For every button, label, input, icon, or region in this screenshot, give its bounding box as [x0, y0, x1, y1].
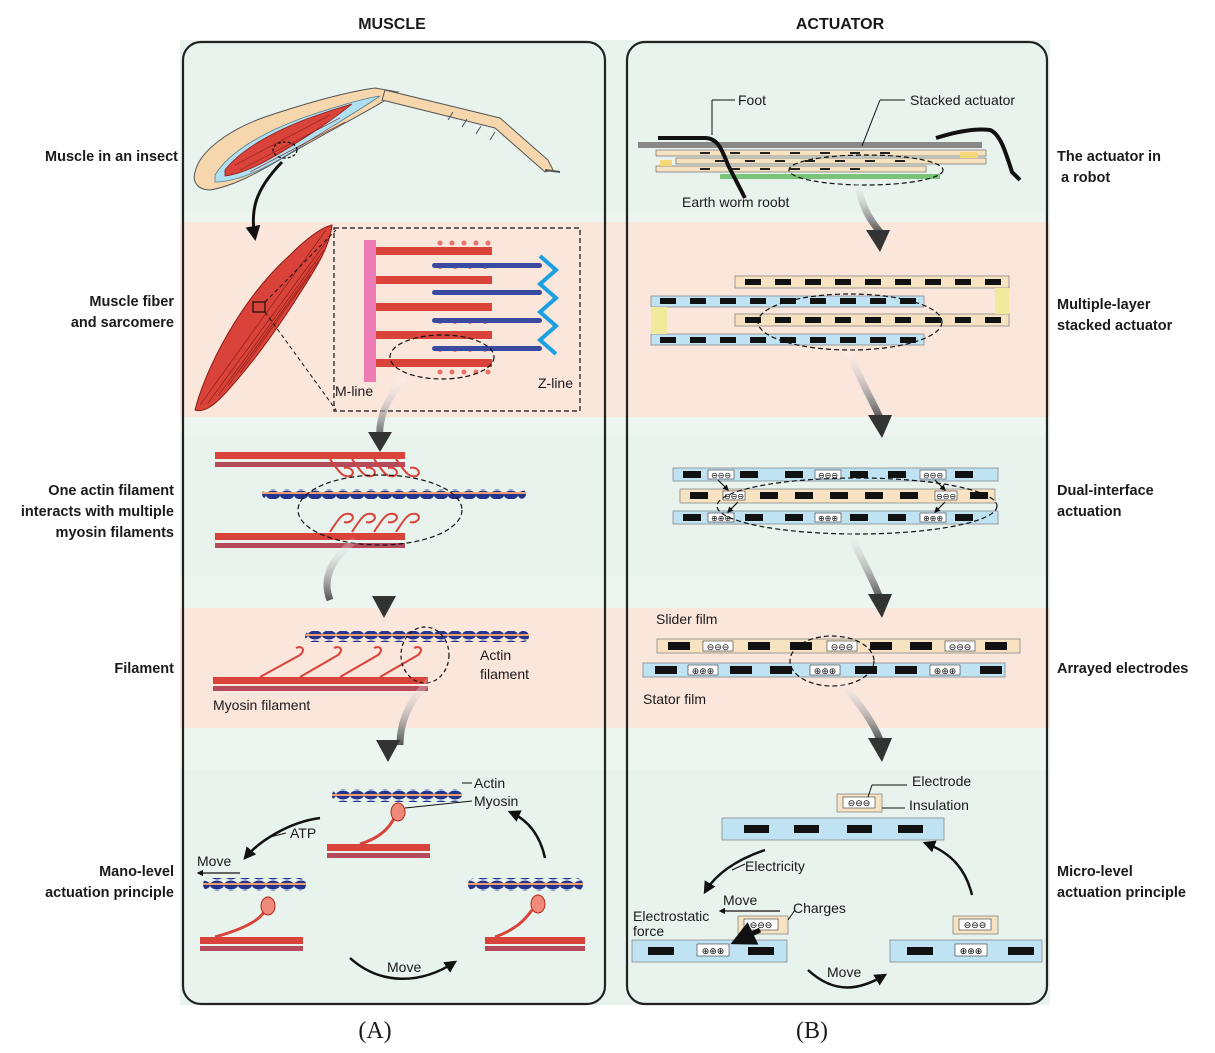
charge-micro-top: ⊖⊖⊖	[848, 798, 871, 808]
charge-micro-right-pos: ⊕⊕⊕	[960, 946, 983, 956]
label-move-b2: Move	[827, 964, 861, 980]
row-label-dual-1: Dual-interface	[1057, 483, 1154, 499]
arrow-insect-to-fiber	[245, 160, 284, 241]
panel-muscle	[181, 40, 607, 1006]
label-actin-filament-2: filament	[480, 666, 529, 682]
label-foot: Foot	[738, 92, 766, 108]
charge-array-2: ⊖⊖⊖	[831, 642, 854, 652]
charge-micro-right-neg: ⊖⊖⊖	[964, 920, 987, 930]
label-charges: Charges	[793, 900, 846, 916]
label-electrostatic-1: Electrostatic	[633, 908, 709, 924]
earthworm-robot: Foot Stacked actuator Earth worm roobt	[638, 92, 1022, 210]
actin-myosin-interaction	[215, 452, 526, 548]
sarcomere-detail: M-line Z-line	[333, 227, 581, 412]
label-move-a1: Move	[197, 853, 231, 869]
charge-micro-left-pos: ⊕⊕⊕	[702, 946, 725, 956]
arrow-robot-to-stacked	[854, 179, 883, 235]
row-label-nano-1: Mano-level	[99, 864, 174, 880]
panel-actuator	[625, 40, 1049, 1006]
charge-dual-4: ⊖⊖⊖	[724, 492, 744, 501]
arrow-filament-to-nano	[396, 677, 433, 746]
header-actuator: ACTUATOR	[796, 16, 885, 33]
charge-dual-7: ⊕⊕⊕	[818, 514, 838, 523]
arrow-interaction-to-filament	[323, 537, 358, 602]
row-label-micro-2: actuation principle	[1057, 885, 1186, 901]
charge-dual-2: ⊖⊖⊖	[818, 471, 838, 480]
charge-dual-8: ⊕⊕⊕	[923, 514, 943, 523]
label-insulation: Insulation	[909, 797, 969, 813]
filament-illustration: Actin filament Myosin filament	[213, 626, 529, 713]
label-electricity: Electricity	[745, 858, 805, 874]
charge-array-6: ⊕⊕⊕	[934, 666, 957, 676]
arrayed-electrodes: ⊖⊖⊖ ⊖⊖⊖ ⊖⊖⊖ ⊕⊕⊕ ⊕⊕⊕ ⊕⊕⊕ Slider film Stat…	[642, 611, 1021, 707]
arrow-dual-to-arrayed	[844, 528, 884, 600]
label-stator-film: Stator film	[643, 691, 706, 707]
insect-leg-illustration	[193, 87, 561, 191]
row-label-fiber-2: and sarcomere	[71, 315, 174, 331]
caption-a: (A)	[358, 1018, 391, 1044]
row-label-fiber-1: Muscle fiber	[89, 294, 174, 310]
row-label-filament: Filament	[114, 661, 174, 677]
row-label-interact-3: myosin filaments	[56, 525, 174, 541]
arrow-arrayed-to-micro	[837, 677, 884, 742]
micro-level-cycle: ⊖⊖⊖ Electrode Insulation ⊖⊖⊖ ⊕⊕⊕ Move Ch…	[631, 773, 1043, 989]
label-myosin-filament: Myosin filament	[213, 697, 310, 713]
charge-dual-3: ⊖⊖⊖	[923, 471, 943, 480]
row-label-dual-2: actuation	[1057, 504, 1121, 520]
label-m-line: M-line	[335, 383, 373, 399]
label-z-line: Z-line	[538, 375, 573, 391]
row-label-stacked-2: stacked actuator	[1057, 318, 1173, 334]
row-label-micro-1: Micro-level	[1057, 864, 1133, 880]
row-label-interact-1: One actin filament	[48, 483, 174, 499]
label-myosin: Myosin	[474, 793, 518, 809]
row-label-stacked-1: Multiple-layer	[1057, 297, 1151, 313]
label-slider-film: Slider film	[656, 611, 717, 627]
dual-interface-layers: ⊖⊖⊖ ⊖⊖⊖ ⊖⊖⊖ ⊖⊖⊖ ⊖⊖⊖ ⊕⊕⊕ ⊕⊕⊕ ⊕⊕⊕	[672, 467, 999, 535]
charge-dual-1: ⊖⊖⊖	[711, 471, 731, 480]
charge-dual-5: ⊖⊖⊖	[936, 492, 956, 501]
nano-level-cycle: Actin Myosin ATP Move Move	[196, 775, 585, 980]
muscle-row-labels: Muscle in an insect Muscle fiber and sar…	[21, 149, 178, 901]
caption-b: (B)	[796, 1018, 828, 1044]
label-electrostatic-2: force	[633, 923, 664, 939]
stacked-actuator-layers	[650, 275, 1010, 351]
charge-array-4: ⊕⊕⊕	[692, 666, 715, 676]
label-actin: Actin	[474, 775, 505, 791]
row-label-arrayed: Arrayed electrodes	[1057, 661, 1188, 677]
charge-array-1: ⊖⊖⊖	[707, 642, 730, 652]
arrow-stacked-to-dual	[844, 348, 884, 420]
label-move-a2: Move	[387, 959, 421, 975]
label-atp: ATP	[290, 825, 316, 841]
label-actin-filament-1: Actin	[480, 647, 511, 663]
row-label-robot-2: a robot	[1057, 170, 1110, 186]
charge-array-3: ⊖⊖⊖	[949, 642, 972, 652]
label-electrode: Electrode	[912, 773, 971, 789]
row-label-interact-2: interacts with multiple	[21, 504, 174, 520]
label-stacked-actuator: Stacked actuator	[910, 92, 1015, 108]
actuator-row-labels: The actuator in a robot Multiple-layer s…	[1057, 149, 1188, 901]
row-label-nano-2: actuation principle	[45, 885, 174, 901]
row-label-insect: Muscle in an insect	[45, 149, 178, 165]
charge-dual-6: ⊕⊕⊕	[711, 514, 731, 523]
charge-micro-left-neg: ⊖⊖⊖	[750, 920, 773, 930]
label-move-b1: Move	[723, 892, 757, 908]
charge-array-5: ⊕⊕⊕	[814, 666, 837, 676]
row-label-robot-1: The actuator in	[1057, 149, 1161, 165]
header-muscle: MUSCLE	[358, 16, 426, 33]
label-earth-worm: Earth worm roobt	[682, 194, 789, 210]
background-bands	[180, 40, 1050, 1005]
muscle-fiber-illustration	[194, 224, 337, 412]
